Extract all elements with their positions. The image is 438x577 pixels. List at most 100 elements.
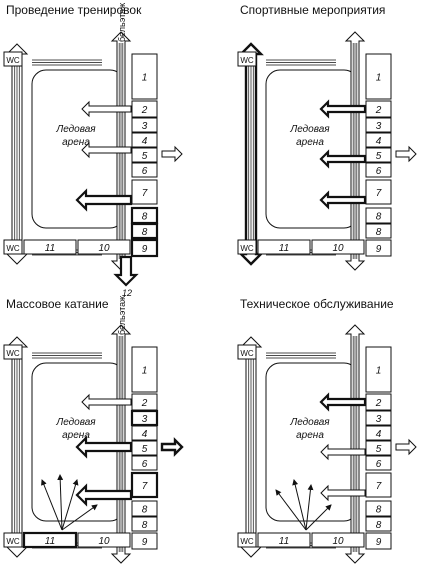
panel0-room-5 [131, 147, 158, 163]
panel2-room-2-label: 2 [141, 398, 148, 409]
panel2-room-1-label: 1 [142, 366, 148, 377]
panel0-room-3 [131, 117, 158, 133]
panel3-room-2-label: 2 [375, 398, 382, 409]
panel0-room-1 [131, 53, 158, 100]
panel2-room-4-label: 4 [142, 429, 148, 440]
panel2-room-6 [131, 455, 158, 471]
panel1-wc-top [237, 51, 257, 67]
panel1-room-7 [365, 179, 392, 205]
panel3-room-7-label: 7 [376, 481, 382, 492]
panel1-room-3 [365, 117, 392, 133]
panel2-arrow-room2 [81, 393, 132, 411]
panel1-room-1-label: 1 [376, 73, 382, 84]
panel0-room-3-label: 3 [142, 121, 148, 132]
panel3-room-10 [365, 532, 392, 550]
panel1-room-10-label: 10 [332, 243, 344, 254]
panel1-ice-rink [265, 69, 359, 229]
panel2-exit-right-arrow [160, 437, 184, 457]
panel0-room-9 [130, 222, 159, 240]
panel1-arrow-room7 [319, 190, 367, 210]
panel0-wc-top-label: WC [6, 56, 20, 65]
panel2-room-3-label: 3 [142, 414, 148, 425]
panel2-room-7 [130, 471, 159, 499]
panel3-service-path-1 [292, 479, 307, 531]
panel3-room-11 [257, 532, 311, 548]
panel1-room-1 [365, 53, 392, 100]
panel3-service-path-0 [275, 489, 307, 531]
panel0-room-2-label: 2 [141, 105, 148, 116]
panel3-room-5 [365, 440, 392, 456]
panel1-room-9-label: 8 [376, 227, 382, 238]
panel3-wc-bottom [237, 532, 257, 548]
panel3-room-11-label: 11 [279, 536, 289, 547]
panel2-skater-path-3 [61, 504, 98, 531]
panel-title-maintenance: Техническое обслуживание [240, 297, 394, 311]
panel1-arrow-room2 [319, 99, 367, 119]
panel2-room-11 [22, 531, 78, 549]
panel1-room-2-label: 2 [375, 105, 382, 116]
panel3-arrow-room7 [320, 484, 366, 502]
panel3-ice-rink [265, 362, 359, 522]
panel3-service-path-2 [305, 484, 314, 531]
panel3-wc-bottom-label: WC [240, 537, 254, 546]
panel-title-events: Спортивные мероприятия [240, 3, 386, 17]
panel3-room-4-label: 4 [376, 429, 382, 440]
panel3-room-3 [365, 410, 392, 426]
panel1-room-6-label: 6 [376, 166, 382, 177]
panel2-room-10 [131, 532, 158, 550]
panel3-arena-label-2: арена [296, 430, 324, 441]
panel2-room-11-label: 11 [45, 536, 55, 547]
panel0-room-4 [131, 132, 158, 148]
panel2-room-6-label: 6 [142, 459, 148, 470]
panel0-room-10 [130, 238, 159, 258]
panel0-room-4-label: 4 [142, 136, 148, 147]
panel3-room-10-label: 10 [332, 536, 344, 547]
panel1-room-4 [365, 132, 392, 148]
panel0-room-8-label: 8 [142, 212, 148, 223]
panel0-room-11 [23, 239, 77, 255]
panel3-room-6 [365, 455, 392, 471]
panel1-room-8 [365, 207, 392, 224]
panel1-room-10 [311, 239, 365, 255]
panel1-room-9 [365, 223, 392, 239]
panel1-room-7-label: 7 [376, 188, 382, 199]
panel2-room-8 [131, 500, 158, 517]
panel3-wc-top [237, 344, 257, 360]
panel3-room-5-label: 5 [376, 444, 382, 455]
panel0-room-6 [131, 162, 158, 178]
panel2-room-10-label: 10 [98, 536, 110, 547]
panel2-skater-path-1 [57, 474, 64, 531]
panel3-service-path-3 [305, 504, 332, 531]
panel2-room-7-label: 7 [142, 481, 148, 492]
panel2-wc-top-label: WC [6, 349, 20, 358]
panel2-arena-label-2: арена [62, 430, 90, 441]
panel3-wc-top-label: WC [240, 349, 254, 358]
panel0-wc-bottom-label: WC [6, 244, 20, 253]
panel1-room-5-label: 5 [376, 151, 382, 162]
panel2-room-8-label: 8 [142, 505, 148, 516]
panel0-room-10-label: 9 [142, 244, 148, 255]
panel3-arena-label-1: Ледовая [289, 417, 330, 428]
panel3-room-4 [365, 425, 392, 441]
panel0-room-6-label: 6 [142, 166, 148, 177]
panel3-room-6-label: 6 [376, 459, 382, 470]
panel2-wc-top [3, 344, 23, 360]
panel3-room-8 [365, 500, 392, 517]
panel2-room-10-label: 9 [142, 537, 148, 548]
panel0-room-7-label: 7 [142, 188, 148, 199]
panel2-room-5-label: 5 [142, 444, 148, 455]
panel1-room-8-label: 8 [376, 212, 382, 223]
panel2-room-3 [130, 409, 159, 427]
panel3-room-9-label: 8 [376, 520, 382, 531]
panel3-room-10-label: 9 [376, 537, 382, 548]
panel2-skater-path-0 [41, 479, 63, 531]
panel0-arrow-exit-12 [113, 255, 139, 287]
panel0-arrow-room4 [81, 141, 132, 159]
panel2-arrow-room4 [75, 435, 133, 459]
panel2-room-10 [77, 532, 131, 548]
panel3-arrow-room2 [319, 392, 367, 412]
panel0-exit-right-arrow [161, 145, 183, 163]
panel1-room-11 [257, 239, 311, 255]
panel1-arena-label-2: арена [296, 137, 324, 148]
